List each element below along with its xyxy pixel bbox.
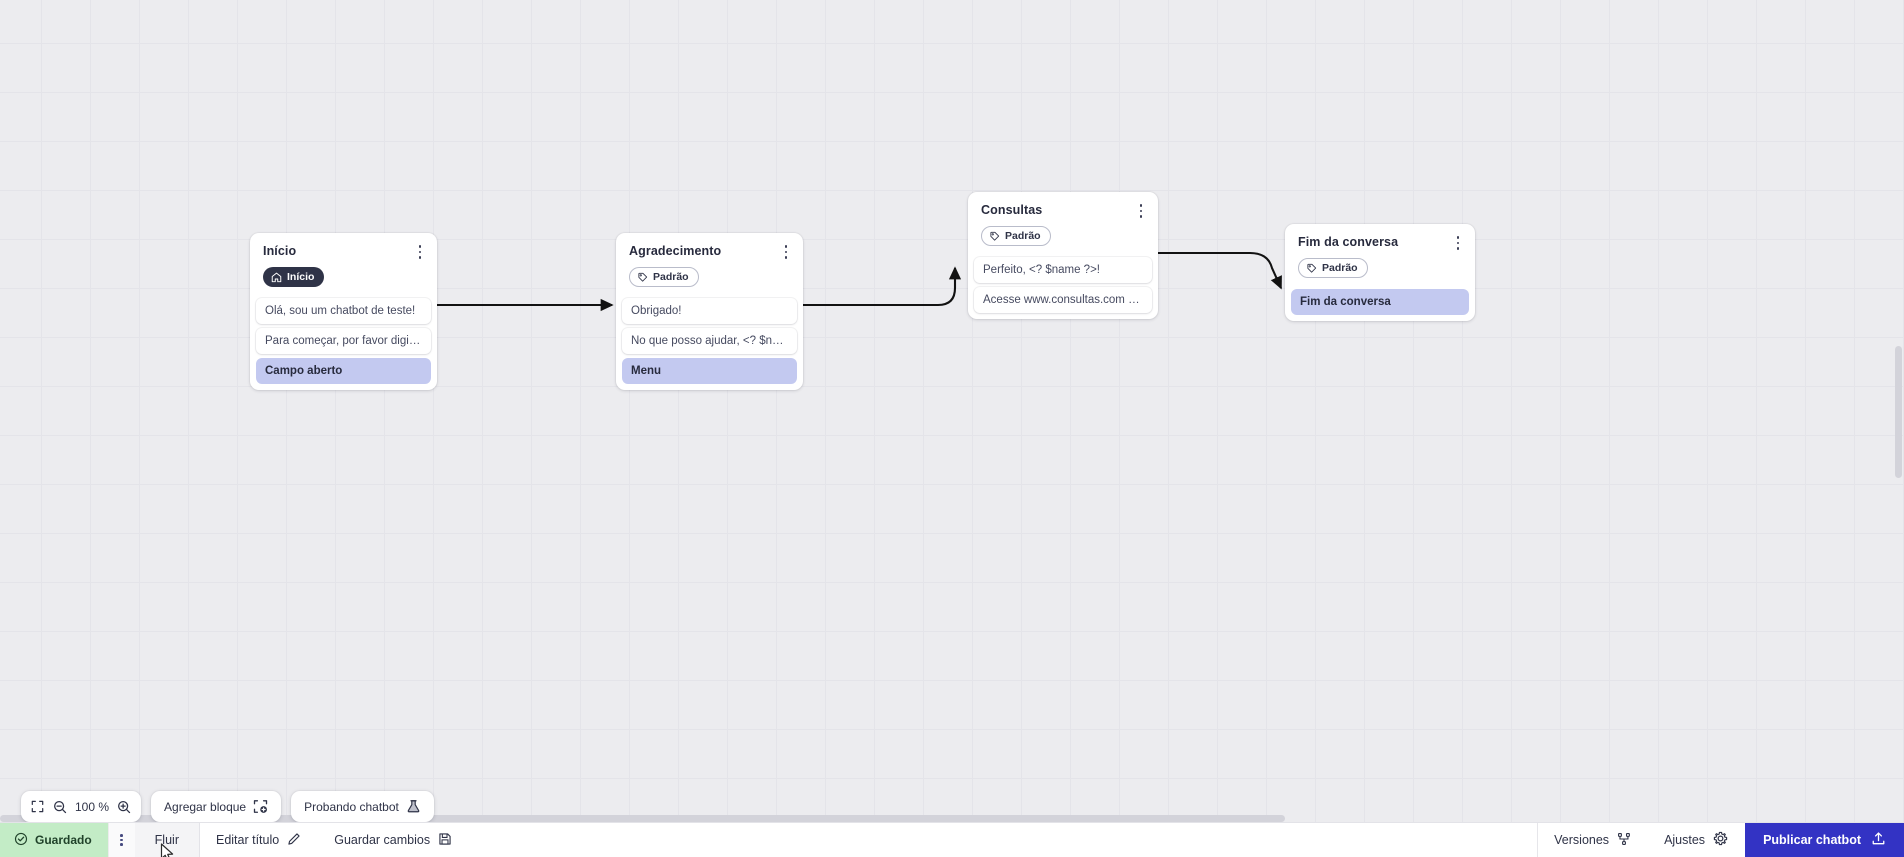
flow-connectors <box>437 251 1282 312</box>
statusbar-divider <box>1537 823 1539 857</box>
publish-chatbot-button[interactable]: Publicar chatbot <box>1745 823 1904 857</box>
upload-icon <box>1871 831 1886 849</box>
add-block-control[interactable]: Agregar bloque <box>161 791 271 822</box>
node-rows: Perfeito, <? $name ?>! Acesse www.consul… <box>968 256 1158 319</box>
node-badge-label: Padrão <box>1322 262 1358 274</box>
node-rows: Fim da conversa <box>1285 288 1475 321</box>
home-icon <box>271 272 282 283</box>
gear-icon <box>1713 831 1728 849</box>
add-block-label: Agregar bloque <box>164 799 247 814</box>
tag-icon <box>989 231 1000 242</box>
node-row[interactable]: Olá, sou um chatbot de teste! <box>256 297 431 324</box>
node-badge-default: Padrão <box>1298 258 1368 278</box>
edge-agradecimento-consultas <box>803 266 962 307</box>
node-header: Consultas Padrão <box>968 192 1158 257</box>
node-rows: Olá, sou um chatbot de teste! Para começ… <box>250 297 437 390</box>
node-row-accent[interactable]: Campo aberto <box>256 357 431 384</box>
edit-title-button[interactable]: Editar título <box>200 823 318 857</box>
saved-status-badge: Guardado <box>0 823 108 857</box>
add-block-icon <box>253 799 268 814</box>
node-title: Consultas <box>981 203 1043 217</box>
edge-consultas-fim <box>1158 251 1282 290</box>
flow-node-agradecimento[interactable]: Agradecimento Padrão Obrigado! No que po… <box>616 233 803 390</box>
node-badge-default: Padrão <box>629 267 699 287</box>
tab-fluir[interactable]: Fluir <box>134 823 200 857</box>
tag-icon <box>637 272 648 283</box>
settings-button[interactable]: Ajustes <box>1648 823 1745 857</box>
test-chatbot-button[interactable]: Probando chatbot <box>291 791 434 822</box>
flow-options-menu-icon[interactable] <box>107 823 135 857</box>
flow-node-inicio[interactable]: Início Início Olá, sou um chatbot de tes… <box>250 233 437 390</box>
horizontal-scrollbar[interactable] <box>0 815 1285 822</box>
add-block-button[interactable]: Agregar bloque <box>151 791 282 822</box>
node-badge-start: Início <box>263 267 325 287</box>
node-badge-label: Padrão <box>1005 230 1041 242</box>
vertical-scrollbar[interactable] <box>1895 346 1902 478</box>
test-chatbot-control[interactable]: Probando chatbot <box>301 791 424 822</box>
node-menu-icon[interactable] <box>778 243 794 261</box>
zoom-in-icon[interactable] <box>117 800 131 814</box>
edit-title-label: Editar título <box>215 833 280 847</box>
branch-icon <box>1617 832 1631 849</box>
node-menu-icon[interactable] <box>412 243 428 261</box>
settings-label: Ajustes <box>1664 833 1706 847</box>
node-header: Fim da conversa Padrão <box>1285 224 1475 289</box>
node-row-accent[interactable]: Fim da conversa <box>1291 288 1469 315</box>
node-menu-icon[interactable] <box>1450 234 1466 252</box>
pencil-icon <box>287 832 301 849</box>
node-title: Fim da conversa <box>1298 235 1399 249</box>
statusbar-spacer <box>469 823 1537 857</box>
saved-label: Guardado <box>35 833 92 847</box>
test-chatbot-label: Probando chatbot <box>304 799 399 814</box>
check-circle-icon <box>14 832 28 849</box>
flask-icon <box>406 799 421 814</box>
versions-label: Versiones <box>1554 833 1610 847</box>
zoom-out-icon[interactable] <box>53 800 67 814</box>
node-title: Agradecimento <box>629 244 722 258</box>
node-menu-icon[interactable] <box>1133 202 1149 220</box>
flow-canvas[interactable]: Início Início Olá, sou um chatbot de tes… <box>0 0 1904 822</box>
tag-icon <box>1306 263 1317 274</box>
node-badge-label: Padrão <box>653 271 689 283</box>
publish-label: Publicar chatbot <box>1763 833 1861 847</box>
node-header: Agradecimento Padrão <box>616 233 803 298</box>
node-row[interactable]: Para começar, por favor digite o ... <box>256 327 431 354</box>
save-changes-label: Guardar cambios <box>334 833 431 847</box>
node-badge-default: Padrão <box>981 226 1051 246</box>
node-row[interactable]: Perfeito, <? $name ?>! <box>974 256 1152 283</box>
zoom-controls: 100 % <box>21 791 142 822</box>
bottom-status-bar: Guardado Fluir Editar título Guardar cam… <box>0 822 1904 857</box>
flow-node-fim-da-conversa[interactable]: Fim da conversa Padrão Fim da conversa <box>1285 224 1475 321</box>
node-title: Início <box>263 244 297 258</box>
node-rows: Obrigado! No que posso ajudar, <? $name … <box>616 297 803 390</box>
fit-screen-icon[interactable] <box>31 800 44 813</box>
flow-node-consultas[interactable]: Consultas Padrão Perfeito, <? $name ?>! … <box>968 192 1158 319</box>
node-row[interactable]: No que posso ajudar, <? $name ... <box>622 327 797 354</box>
node-badge-label: Início <box>287 271 315 283</box>
node-header: Início Início <box>250 233 437 298</box>
canvas-toolbar: 100 % Agregar bloque <box>21 791 434 822</box>
versions-button[interactable]: Versiones <box>1538 823 1648 857</box>
zoom-level-value: 100 % <box>75 799 110 814</box>
node-row[interactable]: Obrigado! <box>622 297 797 324</box>
node-row-accent[interactable]: Menu <box>622 357 797 384</box>
tab-fluir-label: Fluir <box>154 833 179 847</box>
save-changes-button[interactable]: Guardar cambios <box>318 823 469 857</box>
floppy-disk-icon <box>438 832 452 849</box>
node-row[interactable]: Acesse www.consultas.com par... <box>974 286 1152 313</box>
